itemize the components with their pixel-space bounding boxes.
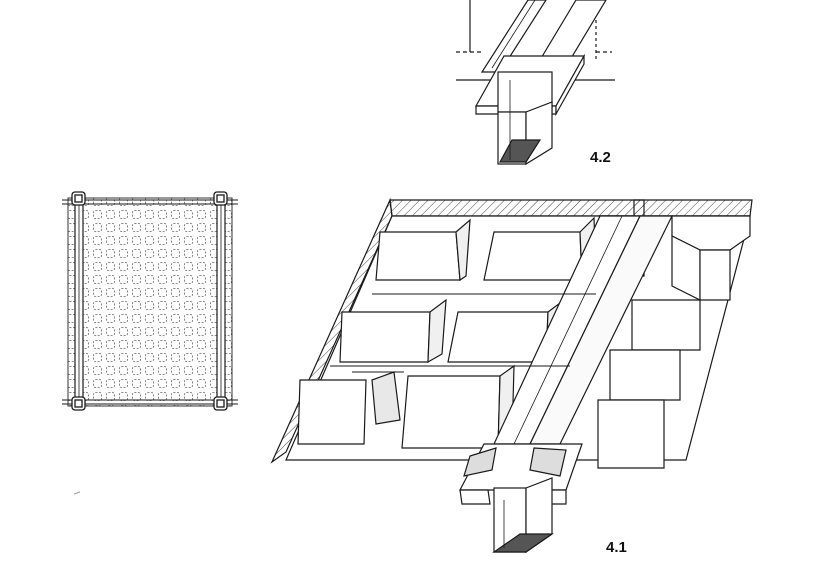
detail-view: [456, 0, 615, 166]
plan-beam-right: [216, 197, 226, 407]
plan-beam-left: [74, 197, 84, 407]
slab-edge-top: [389, 199, 753, 217]
column-shaft: [492, 477, 554, 554]
isometric-view: [270, 197, 753, 554]
figure-label-4-2: 4.2: [590, 149, 611, 166]
plan-column-head: [71, 191, 228, 411]
plan-waffle-grid: [67, 197, 233, 407]
figure-label-4-1: 4.1: [606, 539, 627, 556]
right-stepped-beam: [597, 215, 751, 469]
diagonal-beam: [493, 215, 673, 445]
plan-view: [62, 191, 238, 495]
